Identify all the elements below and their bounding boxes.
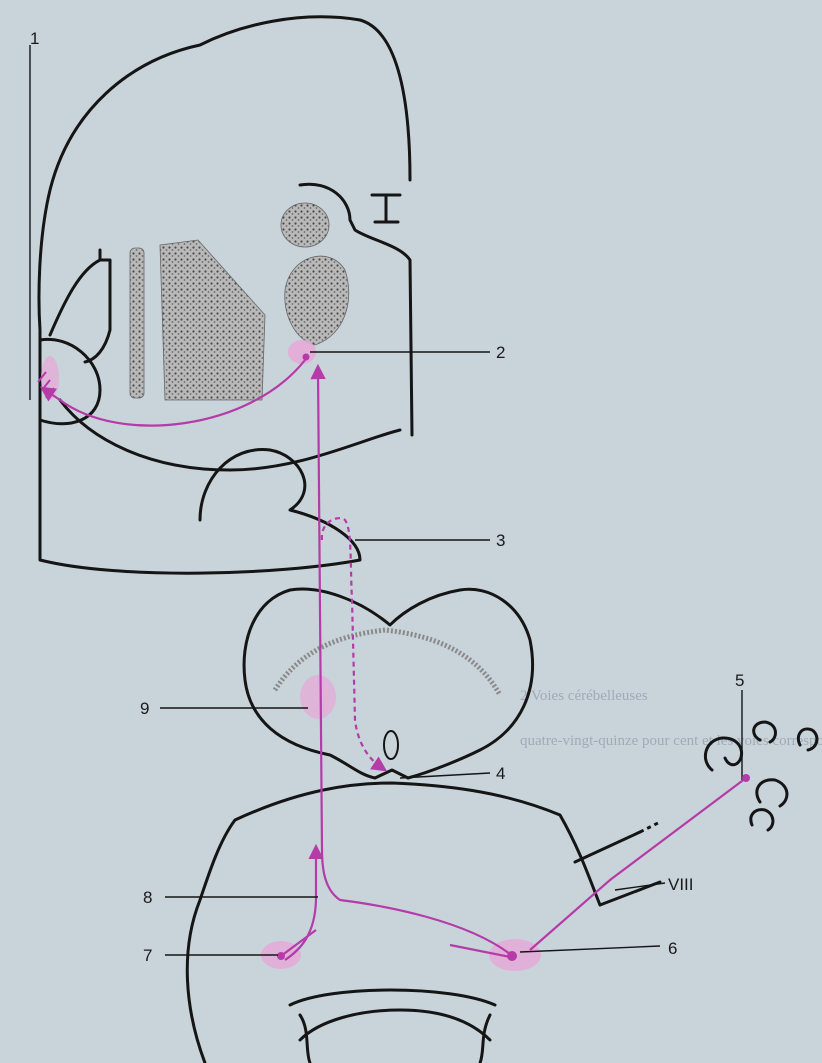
vestibular-nerve-fiber [530,778,746,950]
background-text: 2 Voies cérébelleuses quatre-vingt-quinz… [520,688,822,749]
inner-cortex-line [85,260,110,362]
thalamic-synapse [303,354,310,361]
medulla-outline [187,783,600,1063]
label-1: 1 [30,29,39,48]
nerve-root-upper [575,832,640,862]
cerebral-hemisphere [39,17,412,573]
inner-ear [705,690,817,830]
label-2: 2 [496,343,505,362]
crossing-fiber-dashed [322,518,382,768]
corpus-callosum [360,20,410,180]
saccule [751,810,773,830]
label-7: 7 [143,946,152,965]
label-3: 3 [496,531,505,550]
background-heading: 2 Voies cérébelleuses [520,688,648,704]
putamen [160,240,265,400]
medulla-inner-curve [300,1010,490,1040]
insula-fold [50,250,100,335]
label-9: 9 [140,699,149,718]
nerve-root-dashed [640,822,660,832]
caudate-nucleus [281,203,329,247]
midbrain-section [244,589,532,778]
vestibular-pathway [38,354,750,962]
leader-6 [520,946,660,952]
label-4: 4 [496,764,505,783]
receptor-cell-body [742,774,750,782]
cerebral-aqueduct [384,731,398,759]
leader-lines [30,45,665,955]
claustrum [130,248,144,398]
medulla-section [187,783,660,1063]
ascending-tract-right [318,370,515,958]
utricle [757,780,787,806]
callout-labels: 1 2 3 4 5 6 7 8 9 VIII [30,29,744,965]
nucleus-connector [281,930,515,958]
label-8: 8 [143,888,152,907]
label-6: 6 [668,939,677,958]
label-5: 5 [735,671,744,690]
label-viii: VIII [668,875,694,894]
midbrain-nucleus-highlight [300,675,336,719]
vestibular-nucleus-cell [507,951,517,961]
medial-nucleus-cell [277,952,285,960]
thalamus [285,256,349,345]
midbrain-outline [244,589,532,778]
septum [372,195,400,222]
